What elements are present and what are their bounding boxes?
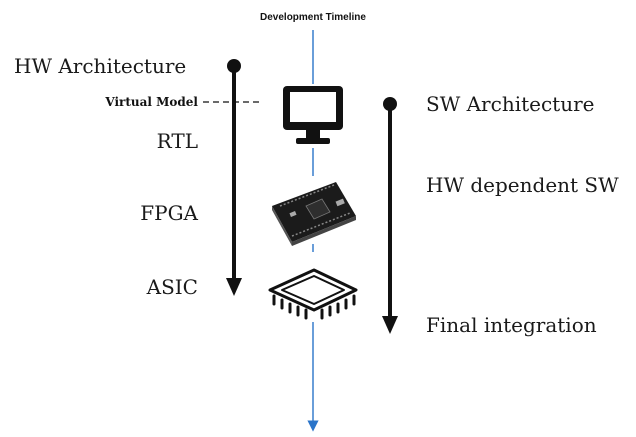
sw-architecture-label: SW Architecture [426, 92, 595, 116]
fpga-label: FPGA [140, 201, 198, 225]
fpga-board-icon [272, 182, 356, 246]
hw-track-arrow [226, 59, 242, 296]
virtual-model-label: Virtual Model [104, 95, 198, 109]
final-integration-label: Final integration [426, 313, 597, 337]
rtl-label: RTL [157, 129, 198, 153]
hw-architecture-label: HW Architecture [14, 54, 186, 78]
sw-track-arrow [382, 97, 398, 334]
diagram-title: Development Timeline [260, 12, 366, 23]
asic-label: ASIC [146, 275, 198, 299]
chip-icon [268, 268, 358, 320]
monitor-icon [283, 86, 343, 144]
hw-dependent-sw-label: HW dependent SW [426, 173, 619, 197]
